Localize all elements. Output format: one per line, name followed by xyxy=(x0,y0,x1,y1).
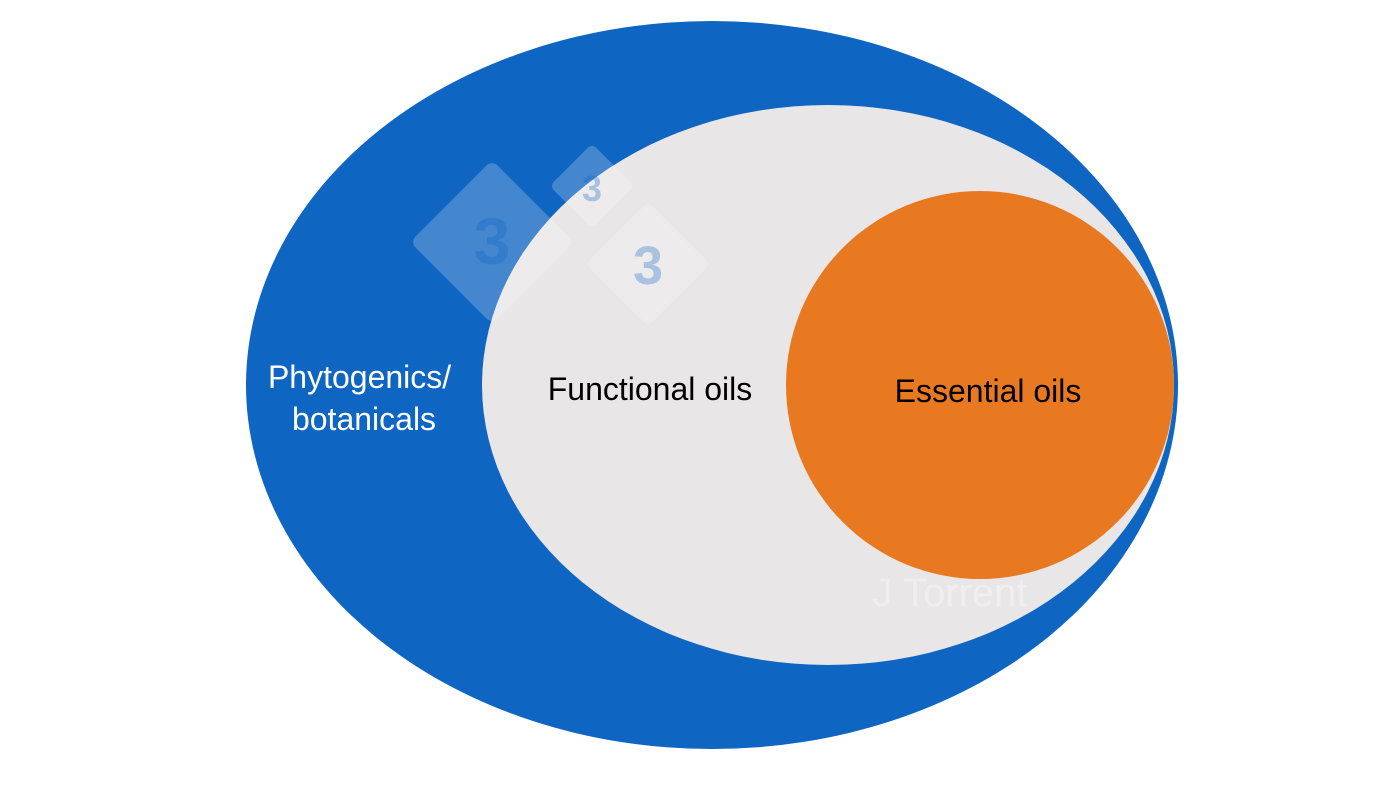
label-phytogenics-line-2: botanicals xyxy=(292,401,436,437)
watermark-glyph-large: 3 xyxy=(474,204,511,278)
watermark-credit: J Torrent xyxy=(873,571,1028,615)
watermark-logo xyxy=(413,146,708,324)
label-functional-oils: Functional oils xyxy=(548,371,753,407)
watermark-glyph-medium: 3 xyxy=(633,236,663,296)
label-functional-oils-line-1: Functional oils xyxy=(548,371,753,407)
watermark-glyph-small: 3 xyxy=(582,168,602,209)
label-phytogenics-botanicals: Phytogenics/ botanicals xyxy=(268,359,460,437)
set-essential-oils xyxy=(786,191,1174,579)
watermark-logo-glyphs: 3 3 3 xyxy=(474,168,663,296)
label-phytogenics-line-1: Phytogenics/ xyxy=(268,359,451,395)
label-essential-oils-line-1: Essential oils xyxy=(895,373,1082,409)
label-essential-oils: Essential oils xyxy=(895,373,1082,409)
